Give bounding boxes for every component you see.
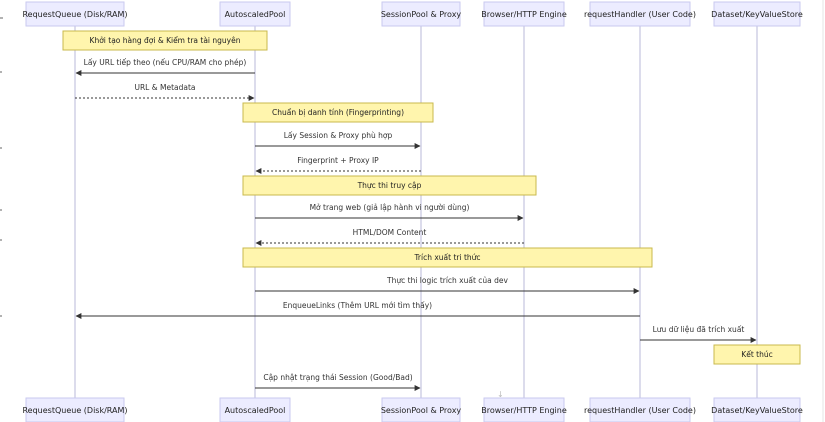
message-label: HTML/DOM Content xyxy=(353,228,427,237)
participant-box xyxy=(589,1,691,27)
message: Fingerprint + Proxy IP xyxy=(255,156,421,174)
note-text: Kết thúc xyxy=(741,350,772,359)
sequence-steps: Khởi tạo hàng đợi & Kiểm tra tài nguyênL… xyxy=(62,30,801,391)
participant-label: AutoscaledPool xyxy=(225,10,286,19)
participant-box xyxy=(483,397,565,422)
message: Cập nhật trạng thái Session (Good/Bad) xyxy=(255,373,421,391)
message-label: Thực thi logic trích xuất của dev xyxy=(386,276,508,285)
note-text: Chuẩn bị danh tính (Fingerprinting) xyxy=(272,108,404,117)
participant-box xyxy=(219,1,291,27)
participant-rh-bottom: requestHandler (User Code) xyxy=(584,397,696,422)
resize-arrow-icon: ↓ xyxy=(497,390,504,399)
note-box xyxy=(242,175,537,196)
message-label: EnqueueLinks (Thêm URL mới tìm thấy) xyxy=(283,301,432,310)
participants-top: RequestQueue (Disk/RAM) AutoscaledPool Ses… xyxy=(22,1,803,27)
participant-rq-top: RequestQueue (Disk/RAM) xyxy=(22,1,128,27)
note: Khởi tạo hàng đợi & Kiểm tra tài nguyên xyxy=(62,30,268,51)
participant-label: SessionPool & Proxy xyxy=(381,406,462,415)
participant-rh-top: requestHandler (User Code) xyxy=(584,1,696,27)
participant-label: Browser/HTTP Engine xyxy=(481,406,567,415)
participant-be-top: Browser/HTTP Engine xyxy=(481,1,567,27)
note-box xyxy=(713,344,801,365)
message: Lấy URL tiếp theo (nếu CPU/RAM cho phép) xyxy=(75,58,255,76)
message: Lấy Session & Proxy phù hợp xyxy=(255,131,421,149)
message-label: URL & Metadata xyxy=(134,83,195,92)
participant-box xyxy=(381,397,461,422)
note: Trích xuất tri thức xyxy=(242,247,653,268)
participant-label: Dataset/KeyValueStore xyxy=(711,406,803,415)
message-label: Cập nhật trạng thái Session (Good/Bad) xyxy=(263,373,412,382)
participant-label: SessionPool & Proxy xyxy=(381,10,462,19)
participant-box xyxy=(219,397,291,422)
participant-box xyxy=(381,1,461,27)
participant-label: RequestQueue (Disk/RAM) xyxy=(22,406,127,415)
message: EnqueueLinks (Thêm URL mới tìm thấy) xyxy=(75,301,640,319)
message-label: Lưu dữ liệu đã trích xuất xyxy=(653,325,745,334)
note-box xyxy=(242,102,434,123)
participant-box xyxy=(25,397,125,422)
note: Thực thi truy cập xyxy=(242,175,537,196)
participant-box xyxy=(483,1,565,27)
message-label: Mở trang web (giả lập hành vi người dùng… xyxy=(310,203,470,212)
note: Kết thúc xyxy=(713,344,801,365)
note: Chuẩn bị danh tính (Fingerprinting) xyxy=(242,102,434,123)
participant-label: Browser/HTTP Engine xyxy=(481,10,567,19)
note-box xyxy=(242,247,653,268)
participant-ds-bottom: Dataset/KeyValueStore xyxy=(711,397,803,422)
participant-label: Dataset/KeyValueStore xyxy=(711,10,803,19)
message: Mở trang web (giả lập hành vi người dùng… xyxy=(255,203,524,221)
participant-box xyxy=(25,1,125,27)
participant-box xyxy=(589,397,691,422)
participant-rq-bottom: RequestQueue (Disk/RAM) xyxy=(22,397,128,422)
lifelines xyxy=(74,26,758,398)
message: Lưu dữ liệu đã trích xuất xyxy=(640,325,757,343)
message-label: Lấy Session & Proxy phù hợp xyxy=(284,131,393,140)
message: HTML/DOM Content xyxy=(255,228,524,246)
participant-label: AutoscaledPool xyxy=(225,406,286,415)
note-text: Trích xuất tri thức xyxy=(413,253,480,262)
participant-ap-top: AutoscaledPool xyxy=(219,1,291,27)
participant-ds-top: Dataset/KeyValueStore xyxy=(711,1,803,27)
participant-sp-bottom: SessionPool & Proxy xyxy=(381,397,462,422)
participants-bottom: RequestQueue (Disk/RAM) AutoscaledPool Ses… xyxy=(22,397,803,422)
note-text: Khởi tạo hàng đợi & Kiểm tra tài nguyên xyxy=(90,36,241,45)
participant-ap-bottom: AutoscaledPool xyxy=(219,397,291,422)
message: URL & Metadata xyxy=(75,83,255,101)
participant-sp-top: SessionPool & Proxy xyxy=(381,1,462,27)
participant-label: requestHandler (User Code) xyxy=(584,10,696,19)
message: Thực thi logic trích xuất của dev xyxy=(255,276,640,294)
note-text: Thực thi truy cập xyxy=(357,181,422,190)
participant-box xyxy=(713,397,801,422)
note-box xyxy=(62,30,268,51)
participant-box xyxy=(713,1,801,27)
participant-label: RequestQueue (Disk/RAM) xyxy=(22,10,127,19)
message-label: Lấy URL tiếp theo (nếu CPU/RAM cho phép) xyxy=(84,58,247,67)
participant-label: requestHandler (User Code) xyxy=(584,406,696,415)
message-label: Fingerprint + Proxy IP xyxy=(297,156,379,165)
participant-be-bottom: Browser/HTTP Engine xyxy=(481,397,567,422)
